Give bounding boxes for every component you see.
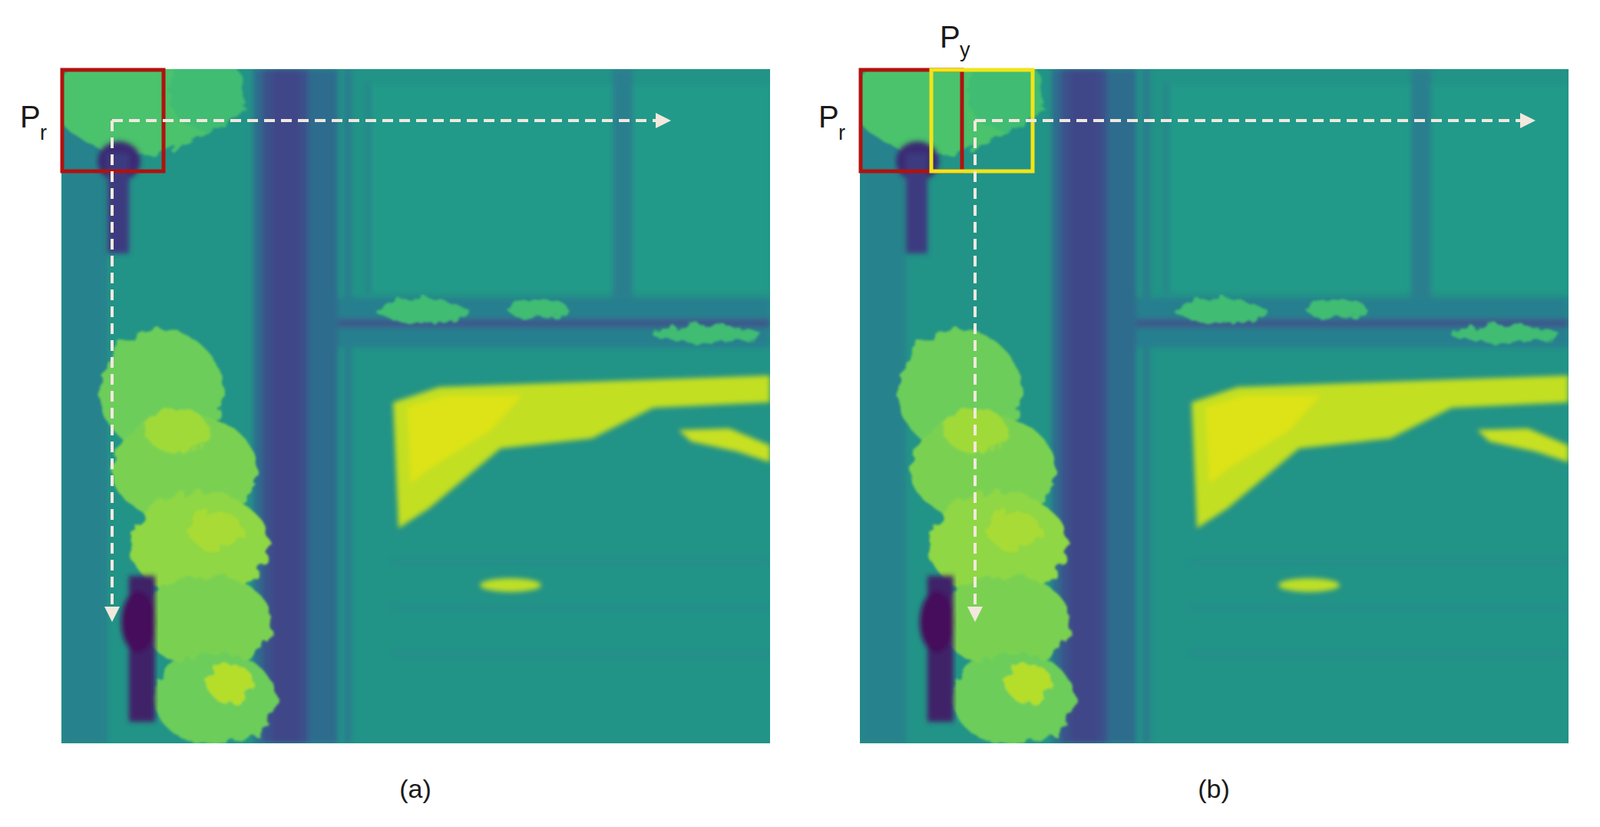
patch-subscript: r: [39, 122, 47, 144]
patch-box: [860, 69, 962, 172]
patch-label: P: [939, 21, 961, 53]
patch-subscript: r: [838, 122, 846, 144]
image-panel: [852, 46, 1569, 745]
panel-label: (b): [1197, 775, 1230, 802]
scan-arrow: [112, 119, 668, 123]
scan-arrow: [973, 120, 977, 619]
scan-arrow: [975, 119, 1533, 123]
panel-label: (a): [399, 775, 432, 802]
patch-subscript: y: [959, 39, 971, 61]
patch-label: P: [818, 101, 840, 133]
scan-arrow: [110, 120, 114, 619]
image-panel: [53, 46, 771, 745]
patch-label: P: [19, 101, 41, 133]
